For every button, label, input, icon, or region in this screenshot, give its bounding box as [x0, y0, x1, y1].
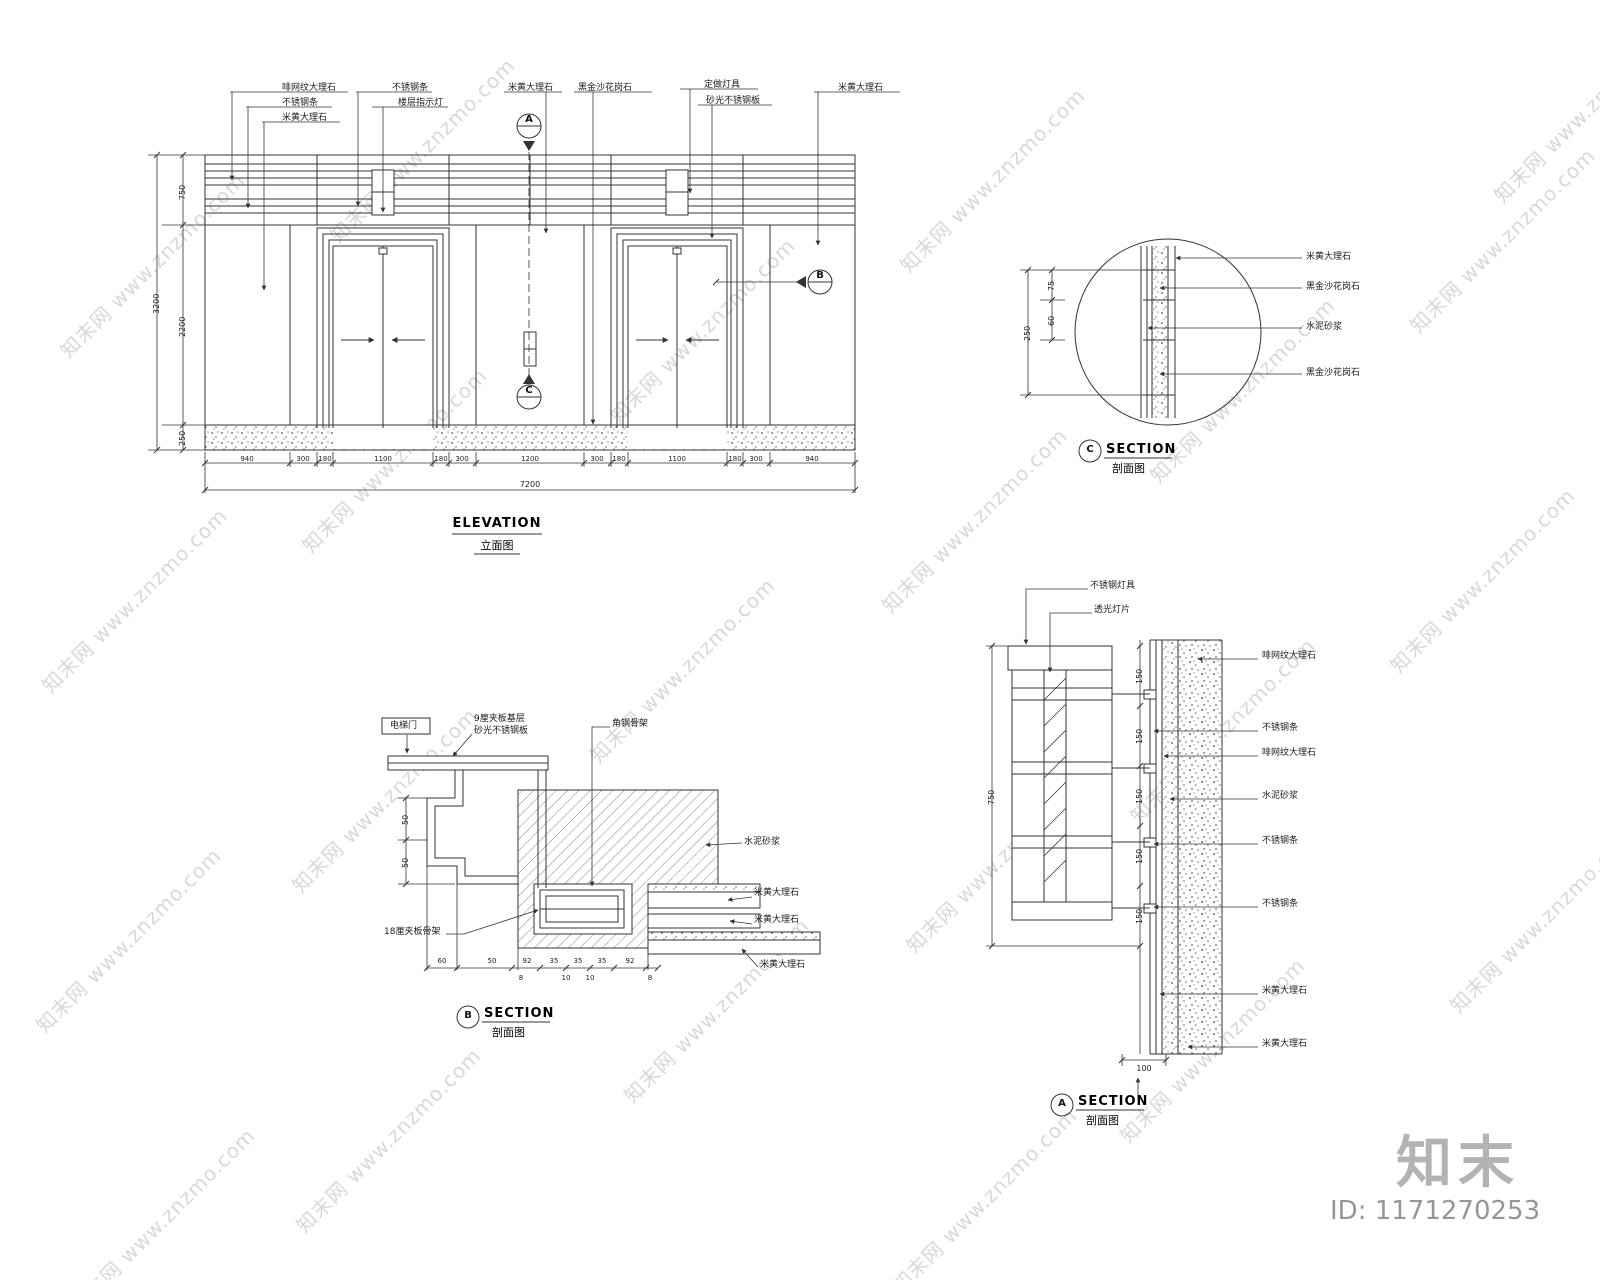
dimension-label: 150	[1135, 788, 1144, 804]
dimension-label: 150	[1135, 848, 1144, 864]
section-marker-b: B	[816, 270, 824, 281]
site-logo: 知末	[1396, 1131, 1520, 1196]
callout-label: 啡网纹大理石	[1262, 651, 1317, 661]
dimension-label: 150	[1135, 668, 1144, 684]
callout-label: 黑金沙花岗石	[1306, 368, 1361, 378]
dimension-label: 180	[728, 455, 742, 463]
dimension-label: 180	[612, 455, 626, 463]
dimension-label: 150	[1135, 908, 1144, 924]
callout-label: 定做灯具	[704, 80, 741, 90]
dimension-label: 250	[1023, 325, 1032, 341]
dimension-label: 75	[1047, 280, 1056, 291]
callout-label: 楼层指示灯	[398, 98, 444, 108]
dimension-label: 300	[455, 455, 469, 463]
dimension-label: 250	[178, 430, 187, 446]
dimension-label: 300	[590, 455, 604, 463]
elevation-drawing	[148, 88, 900, 555]
callout-label: 不锈钢条	[1262, 723, 1299, 733]
section-c-subtitle: 剖面图	[1112, 462, 1145, 475]
dimension-label: 60	[437, 957, 447, 965]
callout-label: 黑金沙花岗石	[1306, 282, 1361, 292]
section-c-title: SECTION	[1106, 442, 1177, 457]
dimension-label: 92	[522, 957, 532, 965]
dimension-label: 1200	[521, 455, 539, 463]
callout-label: 不锈钢条	[1262, 836, 1299, 846]
section-c-bubble: C	[1086, 444, 1094, 455]
dimension-label: 1100	[668, 455, 686, 463]
callout-label: 透光灯片	[1094, 605, 1131, 615]
section-a-drawing	[986, 588, 1258, 1117]
section-marker-a: A	[525, 114, 533, 125]
dimension-label: 750	[178, 184, 187, 200]
dimension-label: 2200	[178, 316, 187, 337]
dimension-label: 35	[549, 957, 559, 965]
callout-label: 水泥砂浆	[744, 837, 781, 847]
callout-label: 米黄大理石	[282, 113, 328, 123]
dimension-label: 940	[805, 455, 819, 463]
dimension-label: 50	[487, 957, 497, 965]
callout-label: 米黄大理石	[754, 888, 800, 898]
callout-label: 黑金沙花岗石	[578, 83, 633, 93]
section-b-bubble: B	[464, 1010, 472, 1021]
image-id: ID: 1171270253	[1330, 1196, 1541, 1226]
dimension-label: 3200	[152, 293, 161, 314]
dimension-label: 100	[1136, 1064, 1152, 1073]
callout-label: 米黄大理石	[508, 83, 554, 93]
callout-label: 米黄大理石	[760, 960, 806, 970]
dimension-label: 50	[401, 857, 410, 868]
callout-label: 不锈钢灯具	[1090, 581, 1136, 591]
dimension-label: 940	[240, 455, 254, 463]
callout-label: 水泥砂浆	[1262, 791, 1299, 801]
callout-label: 米黄大理石	[754, 915, 800, 925]
callout-label: 不锈钢条	[282, 98, 319, 108]
section-c-drawing	[1020, 238, 1302, 463]
dimension-label: 50	[401, 814, 410, 825]
callout-label: 不锈钢条	[1262, 899, 1299, 909]
dimension-label: 300	[749, 455, 763, 463]
section-b-subtitle: 剖面图	[492, 1026, 525, 1039]
dimension-label: 8	[647, 974, 653, 982]
dimension-label: 300	[296, 455, 310, 463]
dimension-label: 180	[318, 455, 332, 463]
section-a-title: SECTION	[1078, 1094, 1149, 1109]
callout-label: 米黄大理石	[1262, 1039, 1308, 1049]
callout-label: 电梯门	[390, 721, 418, 731]
callout-label: 水泥砂浆	[1306, 322, 1343, 332]
callout-label: 18厘夹板骨架	[384, 927, 441, 937]
callout-label: 角钢骨架	[612, 719, 649, 729]
dimension-label: 180	[434, 455, 448, 463]
callout-label: 啡网纹大理石	[1262, 748, 1317, 758]
callout-label: 啡网纹大理石	[282, 83, 337, 93]
dimension-label: 92	[625, 957, 635, 965]
dimension-label: 1100	[374, 455, 392, 463]
callout-label: 砂光不锈钢板	[706, 96, 761, 106]
callout-label: 9厘夹板基层	[474, 714, 525, 724]
callout-label: 不锈钢条	[392, 83, 429, 93]
dimension-label: 35	[573, 957, 583, 965]
callout-label: 米黄大理石	[1306, 252, 1352, 262]
callout-label: 米黄大理石	[838, 83, 884, 93]
dimension-label: 8	[518, 974, 524, 982]
callout-label: 砂光不锈钢板	[474, 726, 529, 736]
elevation-title: ELEVATION	[452, 516, 542, 531]
callout-label: 米黄大理石	[1262, 986, 1308, 996]
section-b-title: SECTION	[484, 1006, 555, 1021]
dimension-label: 150	[1135, 728, 1144, 744]
dimension-label: 10	[561, 974, 571, 982]
dimension-label: 7200	[519, 480, 541, 489]
dimension-label: 750	[987, 789, 996, 805]
section-a-bubble: A	[1058, 1098, 1066, 1109]
section-a-subtitle: 剖面图	[1086, 1114, 1119, 1127]
section-marker-c: C	[525, 385, 533, 396]
dimension-label: 35	[597, 957, 607, 965]
elevation-subtitle: 立面图	[480, 539, 514, 552]
section-b-drawing	[381, 717, 821, 1029]
dimension-label: 60	[1047, 315, 1056, 326]
dimension-label: 10	[585, 974, 595, 982]
